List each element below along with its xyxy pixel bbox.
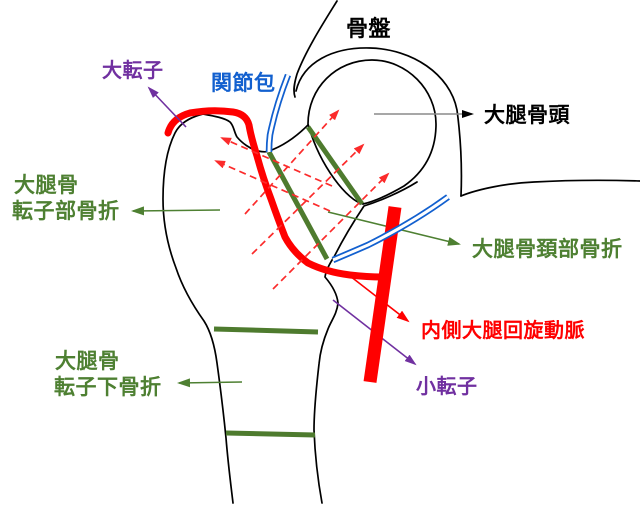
femur-lateral-outline xyxy=(162,113,234,504)
vessel-arrow-trochanter-2 xyxy=(214,160,331,212)
femoral-head-label: 大腿骨頭 xyxy=(484,104,570,127)
ilium-line xyxy=(293,0,338,98)
vessel-arrow-trochanter-1 xyxy=(220,137,333,187)
femoral-head-outline xyxy=(307,59,437,205)
intertrochanteric-label-arrow xyxy=(131,206,221,216)
lesser-trochanter-label: 小転子 xyxy=(416,375,478,398)
intertrochanteric-line xyxy=(164,107,387,281)
labels: 骨盤 大転子 関節包 大腿骨頭 大腿骨 転子部骨折 大腿骨頚部骨折 内側大腿回旋… xyxy=(12,16,623,399)
vessel-arrow-head-2 xyxy=(251,143,365,255)
greater-trochanter-top-and-neck xyxy=(202,113,309,153)
acetabulum-arc xyxy=(295,47,463,197)
intertrochanteric-fracture-label-line1: 大腿骨 xyxy=(14,174,79,197)
greater-trochanter-label: 大転子 xyxy=(102,59,164,82)
medial-circumflex-artery-label: 内側大腿回旋動脈 xyxy=(421,318,585,342)
vessel-arrow-head-1 xyxy=(244,109,340,215)
subcapital-fracture-line xyxy=(305,125,365,206)
femoral-neck-fracture-label: 大腿骨頚部骨折 xyxy=(472,237,623,261)
subtrochanteric-fracture-line-lower xyxy=(225,430,316,438)
subtrochanteric-fracture-line-upper xyxy=(213,326,319,335)
subtrochanteric-fracture-label-line1: 大腿骨 xyxy=(55,350,120,373)
basicervical-fracture-line xyxy=(266,150,330,261)
intertrochanteric-fracture-label-line2: 転子部骨折 xyxy=(12,199,120,223)
subtrochanteric-label-arrow xyxy=(177,378,243,388)
fracture-lines xyxy=(213,125,365,438)
subtrochanteric-fracture-label-line2: 転子下骨折 xyxy=(54,375,162,399)
joint-capsule-lines xyxy=(265,73,450,263)
retinacular-vessel-arrows xyxy=(214,109,390,290)
greater-trochanter-arrow xyxy=(147,86,187,128)
vessel-arrow-head-3 xyxy=(272,172,390,290)
joint-capsule-label: 関節包 xyxy=(211,71,276,95)
pelvis-lower-line xyxy=(460,179,640,197)
pelvis-outline xyxy=(293,0,640,197)
pelvis-label: 骨盤 xyxy=(346,16,392,41)
